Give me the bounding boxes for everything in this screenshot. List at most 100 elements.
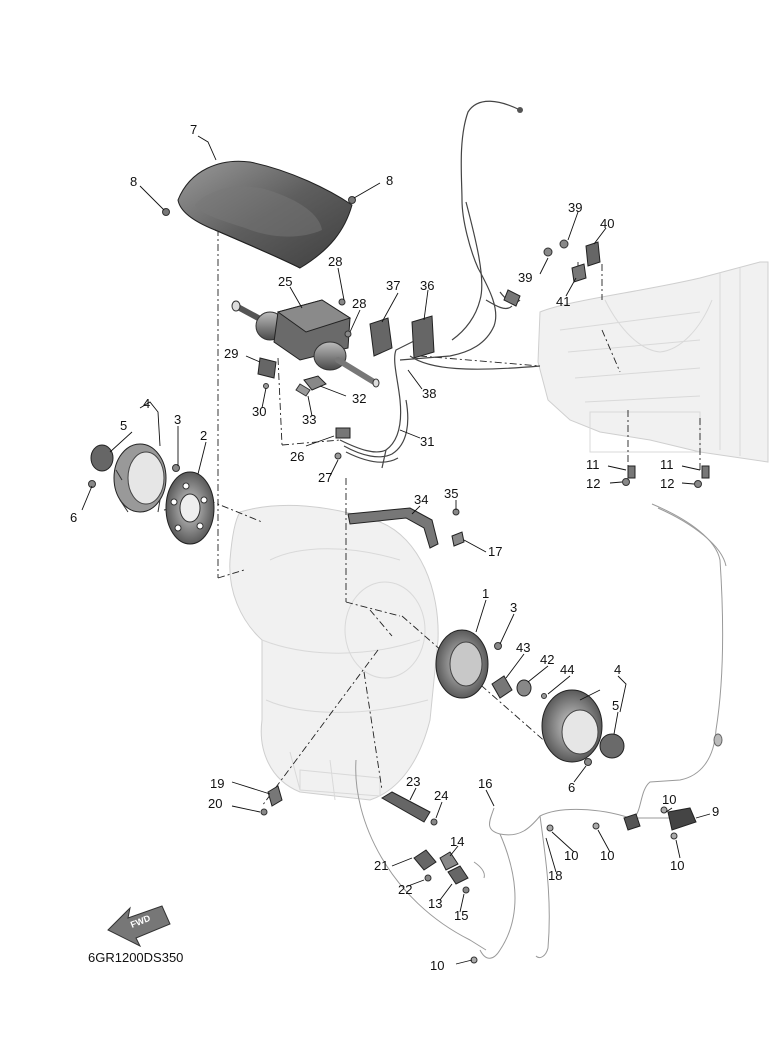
bolt-part-3-right (494, 642, 502, 650)
bolt-part-12-left (622, 478, 630, 486)
callout-3-right: 3 (510, 600, 517, 615)
callout-43: 43 (516, 640, 530, 655)
callout-39-a: 39 (568, 200, 582, 215)
part-44 (541, 693, 547, 699)
callout-6-right: 6 (568, 780, 575, 795)
cover-ring-part-4-right (541, 689, 603, 763)
callout-27: 27 (318, 470, 332, 485)
callout-labels: 7 8 8 28 28 25 29 30 33 32 31 26 27 37 3… (70, 122, 719, 973)
callout-13: 13 (428, 896, 442, 911)
callout-10-d: 10 (670, 858, 684, 873)
screw-part-6-right (584, 758, 592, 766)
actuator-box-part-25 (231, 299, 380, 388)
callout-5-right: 5 (612, 698, 619, 713)
main-harness-part-38 (399, 100, 541, 370)
callout-10-b: 10 (600, 848, 614, 863)
hull-frame-ghost (537, 261, 769, 463)
callout-28-a: 28 (328, 254, 342, 269)
screw-part-15 (462, 886, 470, 894)
plate-part-1 (435, 629, 489, 699)
callout-40: 40 (600, 216, 614, 231)
callout-41: 41 (556, 294, 570, 309)
clip-part-10-e (660, 806, 668, 814)
alignment-lines (163, 214, 701, 807)
callout-7: 7 (190, 122, 197, 137)
bracket-part-32 (303, 375, 327, 391)
leader-lines (81, 135, 711, 965)
callout-8-right: 8 (386, 173, 393, 188)
top-cover-part-7 (177, 160, 353, 269)
callout-11-right: 11 (660, 457, 674, 472)
callout-36: 36 (420, 278, 434, 293)
screw-part-8-left (162, 208, 170, 216)
callout-11-left: 11 (586, 457, 600, 472)
fwd-direction-badge: FWD (107, 905, 171, 948)
callout-39-b: 39 (518, 270, 532, 285)
callout-12-left: 12 (586, 476, 600, 491)
bracket-part-41 (571, 263, 587, 283)
clip-part-24 (430, 818, 438, 826)
callout-12-right: 12 (660, 476, 674, 491)
clamp-part-11-right (701, 465, 710, 479)
callout-37: 37 (386, 278, 400, 293)
callout-30: 30 (252, 404, 266, 419)
sensor-part-21 (413, 849, 437, 871)
wire-harness-part-31 (339, 337, 421, 469)
callout-8-left: 8 (130, 174, 137, 189)
cap-part-5-left (90, 444, 114, 472)
callout-20: 20 (208, 796, 222, 811)
cover-ring-part-4-left (113, 443, 167, 513)
callout-32: 32 (352, 391, 366, 406)
part-42 (516, 679, 532, 697)
callout-33: 33 (302, 412, 316, 427)
clamp-part-33 (295, 383, 311, 397)
callout-16: 16 (478, 776, 492, 791)
callout-14: 14 (450, 834, 464, 849)
callout-10-a: 10 (564, 848, 578, 863)
callout-10-e: 10 (430, 958, 444, 973)
callout-6-left: 6 (70, 510, 77, 525)
clip-part-17 (451, 531, 465, 547)
callout-26: 26 (290, 449, 304, 464)
callout-3-left: 3 (174, 412, 181, 427)
callout-5-left: 5 (120, 418, 127, 433)
pad-part-29 (257, 357, 277, 379)
callout-38: 38 (422, 386, 436, 401)
callout-17: 17 (488, 544, 502, 559)
callout-35: 35 (444, 486, 458, 501)
holder-part-36 (411, 315, 435, 359)
connector-part-26 (335, 427, 351, 439)
callout-29: 29 (224, 346, 238, 361)
callout-24: 24 (434, 788, 448, 803)
callout-4-right: 4 (614, 662, 621, 677)
callout-42: 42 (540, 652, 554, 667)
callout-19: 19 (210, 776, 224, 791)
callout-25: 25 (278, 274, 292, 289)
callout-34: 34 (414, 492, 428, 507)
part-13 (447, 865, 469, 885)
screw-part-20 (260, 808, 268, 816)
clip-part-27 (334, 452, 342, 460)
callout-23: 23 (406, 774, 420, 789)
callout-18: 18 (548, 868, 562, 883)
clip-part-10-a (546, 824, 554, 832)
holder-part-37 (369, 317, 393, 357)
callout-44: 44 (560, 662, 574, 677)
cap-part-5-right (599, 733, 625, 759)
callout-21: 21 (374, 858, 388, 873)
callout-9: 9 (712, 804, 719, 819)
screw-part-6-left (88, 480, 96, 488)
clip-part-19 (267, 785, 283, 807)
clip-part-30 (263, 383, 269, 389)
screw-part-8-right (348, 196, 356, 204)
callout-15: 15 (454, 908, 468, 923)
screw-part-39-a (559, 239, 569, 249)
diagram-code: 6GR1200DS350 (88, 950, 183, 965)
screw-part-39-b (543, 247, 553, 257)
bracket-part-40 (585, 241, 601, 267)
bolt-part-12-right (694, 480, 702, 488)
clip-part-10-c (670, 832, 678, 840)
bolt-part-28-a (338, 298, 346, 306)
callout-28-b: 28 (352, 296, 366, 311)
